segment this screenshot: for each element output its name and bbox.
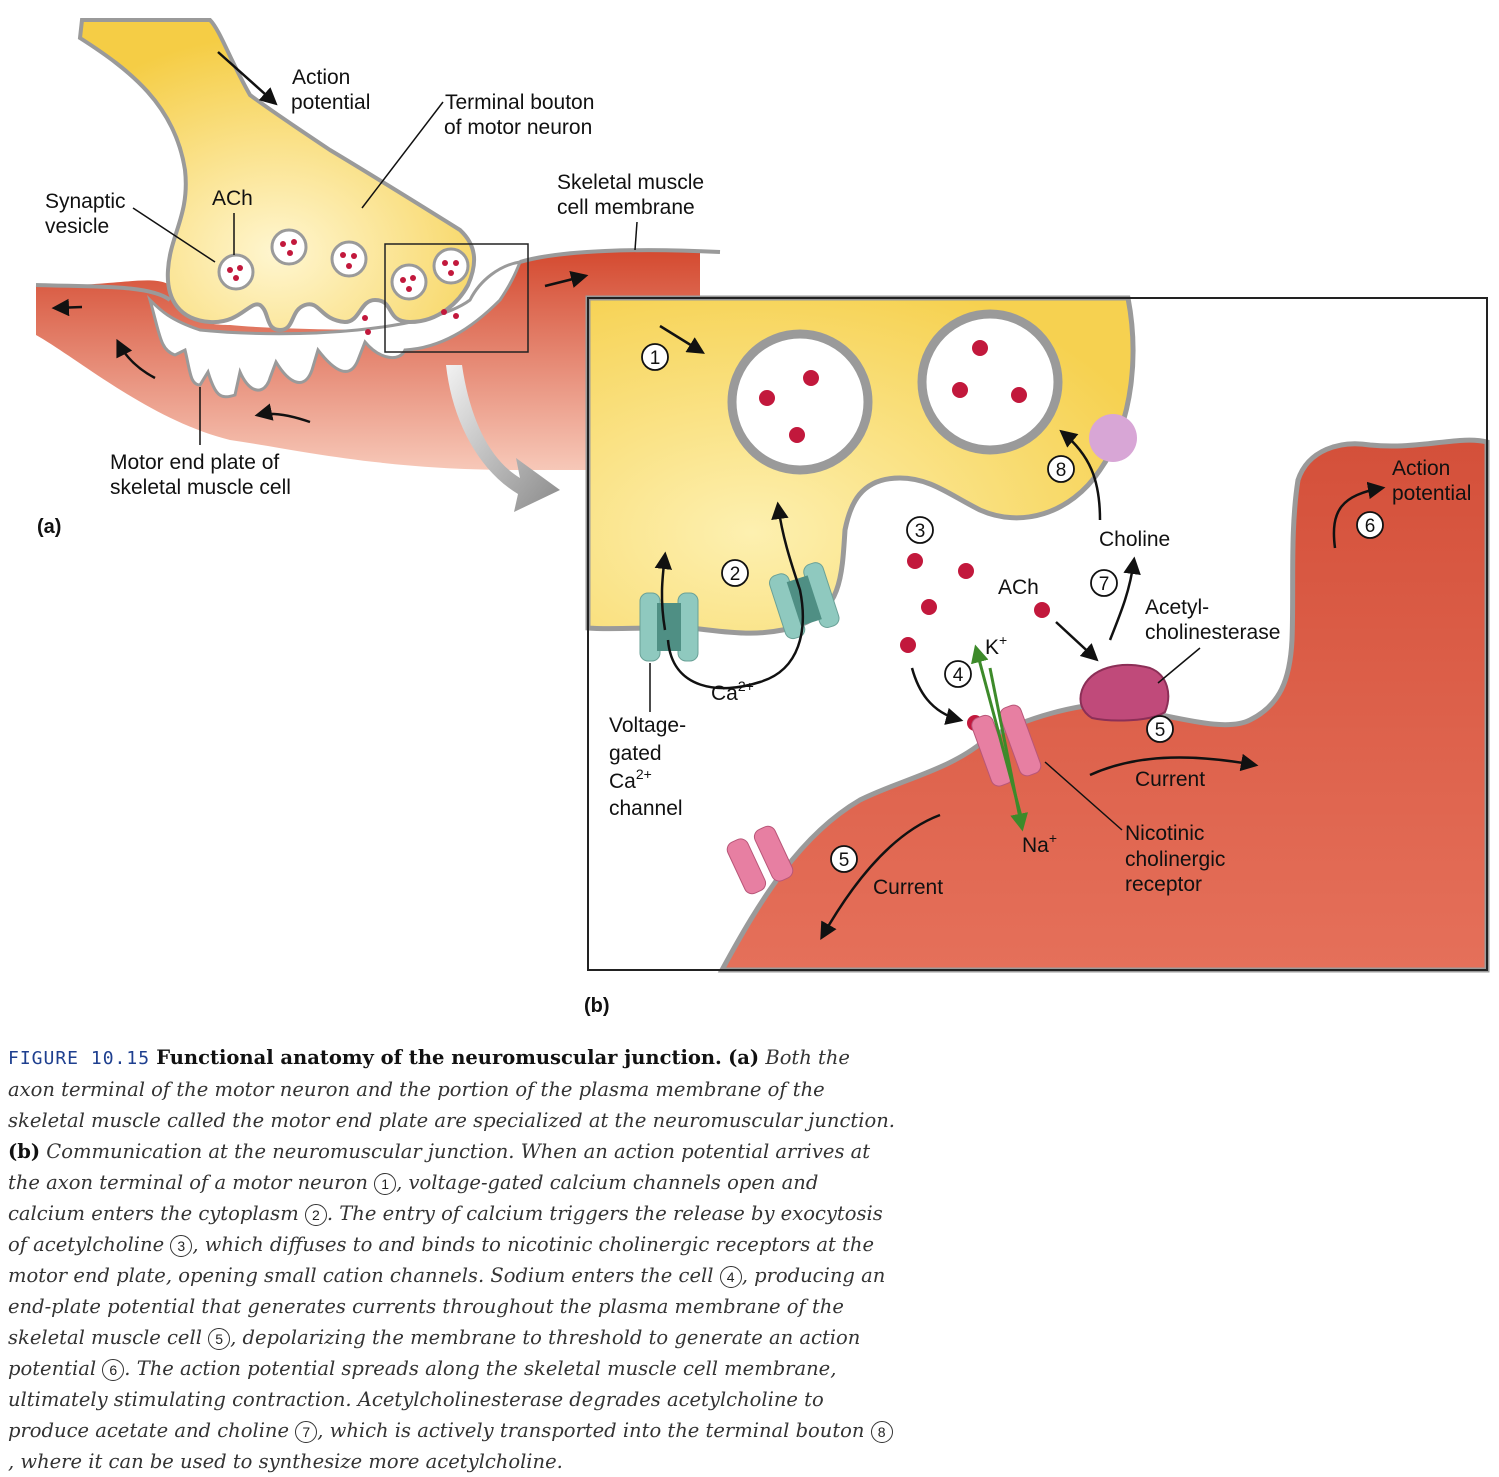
leader-lines-b	[649, 647, 1201, 831]
label-voltage-gated-channel: Voltage- gated Ca2+ channel	[609, 714, 692, 820]
caption-step-7: 7	[295, 1421, 318, 1443]
synaptic-vesicles-b	[727, 309, 1063, 475]
caption-text-b5: , producing an end-plate potential that …	[8, 1264, 886, 1349]
ach-dots-a	[227, 239, 459, 335]
terminal-bouton-a	[77, 18, 477, 333]
caption-text-b7: . The action potential spreads along the…	[8, 1357, 837, 1442]
step-7: 7	[1099, 574, 1110, 595]
voltage-gated-ca-channel-2	[769, 562, 840, 640]
skeletal-muscle-cell-a	[36, 249, 700, 470]
step-5-right: 5	[1155, 720, 1166, 741]
caption-step-8: 8	[870, 1421, 893, 1443]
caption-text-b8: , which is actively transported into the…	[317, 1419, 865, 1442]
step-2: 2	[730, 564, 741, 585]
process-arrows-b	[654, 324, 1386, 941]
step-5-left: 5	[839, 850, 850, 871]
step-4: 4	[953, 665, 964, 686]
label-k-ion: K+	[985, 632, 1007, 659]
caption-step-6: 6	[102, 1359, 125, 1381]
label-acetylcholinesterase: Acetyl-cholinesterase	[1145, 596, 1280, 644]
choline-molecule	[1089, 414, 1137, 462]
caption-text-b2: , voltage-gated calcium channels open an…	[8, 1171, 819, 1225]
caption-part-b: (b)	[8, 1140, 41, 1163]
muscle-membrane-line-a	[35, 248, 721, 302]
action-potential-arrows-a	[51, 51, 589, 424]
ach-vesicle-molecules	[759, 340, 1027, 443]
acetylcholinesterase-enzyme	[1079, 664, 1170, 722]
caption-part-a: (a)	[728, 1046, 760, 1069]
caption-text-b3: . The entry of calcium triggers the rele…	[8, 1202, 883, 1256]
label-ca-ion: Ca2+	[711, 678, 754, 705]
step-1: 1	[650, 348, 661, 369]
synaptic-vesicles-a	[217, 228, 470, 301]
zoom-arrow	[446, 365, 560, 512]
panel-a-label: (a)	[37, 516, 61, 538]
label-choline: Choline	[1099, 528, 1170, 551]
step-6: 6	[1365, 516, 1376, 537]
caption-text-b9: , where it can be used to synthesize mor…	[8, 1450, 563, 1473]
step-3: 3	[915, 521, 926, 542]
zoom-box	[384, 243, 529, 353]
caption-step-2: 2	[304, 1204, 327, 1226]
figure-title: Functional anatomy of the neuromuscular …	[156, 1046, 722, 1069]
caption-step-4: 4	[719, 1266, 742, 1288]
nicotinic-receptor-2	[726, 825, 794, 895]
step-8: 8	[1056, 460, 1067, 481]
label-current-right: Current	[1135, 768, 1205, 791]
skeletal-muscle-cell-b	[717, 437, 1490, 973]
caption-step-3: 3	[170, 1235, 193, 1257]
panel-b-label: (b)	[584, 995, 610, 1017]
figure-caption: FIGURE 10.15 Functional anatomy of the n…	[8, 1042, 898, 1477]
caption-text-b4: , which diffuses to and binds to nicotin…	[8, 1233, 875, 1287]
ion-arrows	[971, 644, 1029, 832]
panel-b: 1 2 3 4 5 5 6 7 8 Ca2+ Voltage- gated Ca…	[584, 295, 1490, 1017]
caption-step-1: 1	[374, 1173, 397, 1195]
label-ach-a: ACh	[212, 187, 253, 210]
caption-step-5: 5	[208, 1328, 231, 1350]
label-na-ion: Na+	[1022, 830, 1057, 857]
caption-text-a: Both the axon terminal of the motor neur…	[8, 1046, 895, 1132]
step-markers	[641, 343, 1384, 873]
label-current-left: Current	[873, 876, 943, 899]
panel-b-frame	[587, 297, 1488, 971]
leader-lines-a	[132, 101, 638, 445]
caption-text-b6: , depolarizing the membrane to threshold…	[8, 1326, 861, 1380]
figure-number: FIGURE 10.15	[8, 1048, 151, 1069]
caption-text-b1: Communication at the neuromuscular junct…	[8, 1140, 871, 1194]
label-ach-b: ACh	[998, 576, 1039, 599]
